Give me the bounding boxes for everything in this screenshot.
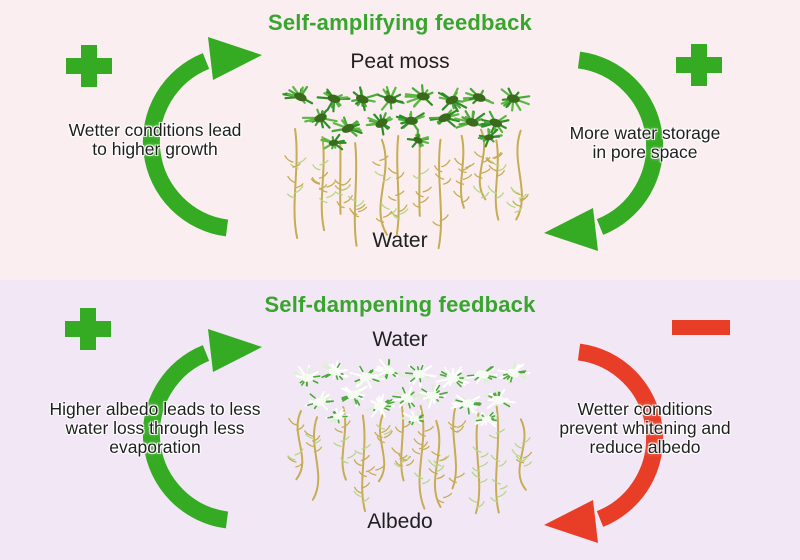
plus-icon: [66, 45, 112, 87]
plus-icon: [65, 308, 111, 350]
cycle-arrowhead: [544, 500, 598, 543]
self-dampening-panel: Self-dampening feedback Higher albedo le…: [0, 280, 800, 560]
cycle-arrowhead: [544, 208, 598, 251]
label-above-illustration: Peat moss: [350, 50, 450, 73]
plus-icon-bar: [676, 57, 722, 73]
label-below-illustration: Water: [372, 229, 428, 252]
cycle-arrow-down-icon: [544, 343, 664, 543]
plus-icon-bar: [66, 58, 112, 74]
cycle-arc: [577, 51, 664, 235]
right-feedback-text: More water storage in pore space: [569, 123, 721, 162]
right-feedback-text: Wetter conditions prevent whitening and …: [559, 399, 731, 457]
cycle-arc: [142, 345, 229, 529]
panel-title: Self-dampening feedback: [264, 292, 536, 317]
albedo-moss-illustration: [287, 358, 533, 515]
peat-moss-illustration: [282, 84, 531, 250]
cycle-arc: [142, 53, 229, 237]
label-below-illustration: Albedo: [367, 510, 433, 533]
minus-icon-bar: [672, 320, 730, 335]
panel-title: Self-amplifying feedback: [268, 10, 532, 35]
cycle-arrow-up-icon: [142, 329, 262, 529]
plus-icon: [676, 44, 722, 86]
label-above-illustration: Water: [372, 328, 428, 351]
left-feedback-text: Higher albedo leads to less water loss t…: [49, 399, 261, 457]
cycle-arrowhead: [208, 329, 262, 372]
left-feedback-text: Wetter conditions lead to higher growth: [68, 120, 242, 159]
minus-icon: [672, 320, 730, 335]
cycle-arrow-down-icon: [544, 51, 664, 251]
plus-icon-bar: [65, 321, 111, 337]
self-amplifying-panel: Self-amplifying feedback Wetter conditio…: [0, 0, 800, 280]
cycle-arc: [577, 343, 664, 527]
cycle-arrow-up-icon: [142, 37, 262, 237]
cycle-arrowhead: [208, 37, 262, 80]
